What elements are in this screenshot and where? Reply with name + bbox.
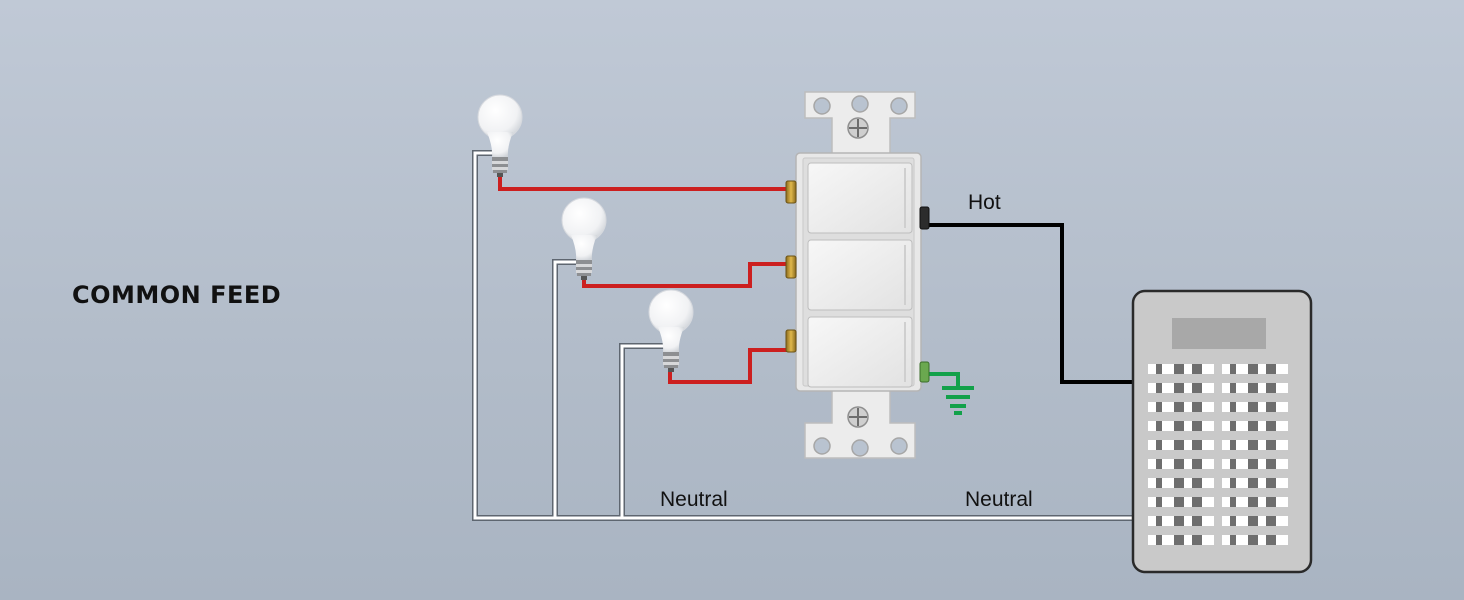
breaker-panel-icon (1131, 289, 1313, 574)
breaker-switch (1148, 440, 1214, 450)
switch-rocker-3 (807, 316, 913, 388)
switched-wire-2 (582, 262, 788, 288)
breaker-switch (1222, 440, 1288, 450)
breaker-switch (1148, 402, 1214, 412)
neutral-wire-label-left: Neutral (660, 488, 728, 511)
breaker-switch (1222, 364, 1288, 374)
breaker-switch (1222, 402, 1288, 412)
neutral-wire-label-right: Neutral (965, 488, 1033, 511)
breaker-switch (1222, 383, 1288, 393)
diagram-title: COMMON FEED (72, 281, 281, 309)
breaker-switch (1222, 421, 1288, 431)
breaker-switch (1148, 516, 1214, 526)
light-bulb-icon (477, 94, 523, 178)
breaker-switch (1222, 478, 1288, 488)
breaker-switch (1222, 497, 1288, 507)
switch-rocker-2 (807, 239, 913, 311)
hot-wire (928, 223, 1150, 384)
breaker-switch (1148, 421, 1214, 431)
breaker-switch (1148, 383, 1214, 393)
breaker-switch (1222, 535, 1288, 545)
breaker-switch (1148, 478, 1214, 488)
breaker-switch (1222, 459, 1288, 469)
light-bulb-icon (648, 289, 694, 373)
breaker-switch (1148, 459, 1214, 469)
switched-wire-1 (498, 162, 788, 191)
neutral-wires (472, 150, 1133, 521)
triple-switch-icon (785, 91, 930, 459)
breaker-switch (1222, 516, 1288, 526)
ground-symbol-icon (942, 386, 974, 415)
breaker-switch (1148, 535, 1214, 545)
breaker-switch (1148, 497, 1214, 507)
switch-rocker-1 (807, 162, 913, 234)
switched-wire-3 (668, 348, 788, 384)
hot-wire-label: Hot (968, 191, 1001, 214)
breaker-switch (1148, 364, 1214, 374)
ground-wire (928, 372, 960, 386)
light-bulb-icon (561, 197, 607, 281)
